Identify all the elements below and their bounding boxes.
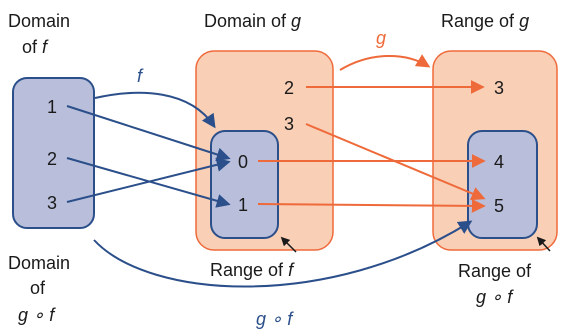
- pointer-range-f: [280, 236, 297, 253]
- pointer-range-gf: [536, 236, 551, 252]
- arrow-g-1-to-5: [257, 198, 486, 213]
- domain-f-element-2: 2: [47, 149, 57, 169]
- label-range-gf-line2: g ∘ f: [476, 287, 514, 307]
- label-range-f: Range of f: [210, 260, 295, 280]
- domain-g-element-3: 3: [284, 114, 294, 134]
- domain-f-element-1: 1: [47, 97, 57, 117]
- arrow-f-3-to-0: [66, 157, 231, 203]
- range-f-element-0: 0: [238, 152, 248, 172]
- domain-f-element-3: 3: [47, 193, 57, 213]
- range-gf-element-4: 4: [494, 152, 504, 172]
- arrow-g-curve: [339, 54, 431, 71]
- range-g-element-3: 3: [494, 78, 504, 98]
- arrow-gf-curve: [93, 220, 473, 288]
- label-arrow-g: g: [376, 28, 386, 48]
- range-gf-box: [467, 130, 538, 239]
- label-domain-f-line1: Domain: [8, 11, 70, 31]
- domain-f-box: [12, 77, 95, 229]
- label-range-gf-line1: Range of: [458, 261, 532, 281]
- label-arrow-gf: g ∘ f: [256, 309, 294, 329]
- label-domain-f-line2: of f: [22, 37, 49, 57]
- arrow-f-curve: [94, 91, 216, 129]
- range-f-element-1: 1: [238, 195, 248, 215]
- label-range-g: Range of g: [441, 11, 529, 31]
- arrow-f-1-to-0: [66, 105, 231, 162]
- domain-g-element-2: 2: [284, 78, 294, 98]
- label-domain-gf-line1: Domain: [8, 253, 70, 273]
- label-arrow-f: f: [137, 66, 144, 86]
- range-f-box: [210, 130, 279, 239]
- label-domain-gf-line3: g ∘ f: [18, 305, 56, 325]
- label-domain-g: Domain of g: [204, 11, 301, 31]
- range-gf-element-5: 5: [494, 196, 504, 216]
- label-domain-gf-line2: of: [30, 278, 46, 298]
